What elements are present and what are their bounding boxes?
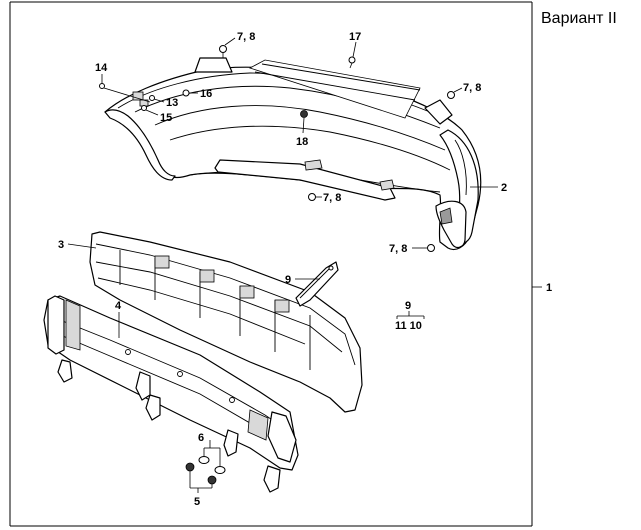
screw-78-top-icon [219, 45, 227, 53]
screw-78-right-icon [447, 91, 455, 99]
cover-fasteners [99, 45, 455, 252]
nut-5b-icon [207, 475, 217, 485]
callout-78-side: 7, 8 [389, 243, 407, 255]
callout-5: 5 [194, 496, 200, 508]
callout-3: 3 [58, 239, 64, 251]
callout-2: 2 [501, 182, 507, 194]
callout-6: 6 [198, 432, 204, 444]
callout-1: 1 [546, 282, 552, 294]
variant-label: Вариант II [541, 10, 617, 27]
callout-15: 15 [160, 112, 172, 124]
energy-absorber [89, 231, 363, 413]
callout-17: 17 [349, 31, 361, 43]
side-clip-9 [295, 261, 339, 307]
bolt-18-icon [300, 110, 308, 118]
diagram-frame [9, 1, 533, 527]
clip-15-icon [141, 105, 147, 111]
bumper-reinforcement [43, 295, 299, 493]
callout-14: 14 [95, 62, 108, 74]
nut-5a-icon [185, 462, 195, 472]
callout-78-top: 7, 8 [237, 31, 255, 43]
callout-4: 4 [115, 300, 122, 312]
screw-14-icon [99, 83, 105, 89]
callout-9-kit: 9 [405, 300, 411, 312]
callout-13: 13 [166, 97, 178, 109]
mounting-hardware [185, 456, 226, 485]
callout-9-kit-sub: 11 10 [395, 320, 422, 332]
screw-16-icon [182, 89, 190, 97]
callout-labels: 1 2 3 4 5 6 9 9 11 10 13 14 15 16 17 18 … [58, 31, 552, 508]
callout-78-right: 7, 8 [463, 82, 481, 94]
callout-78-bottom: 7, 8 [323, 192, 341, 204]
callout-9-clip: 9 [285, 274, 291, 286]
callout-18: 18 [296, 136, 308, 148]
leader-lines [67, 37, 542, 493]
screw-78-bottom-icon [308, 193, 316, 201]
clip-13-icon [149, 95, 155, 101]
washer-6a-icon [198, 456, 210, 464]
washer-6b-icon [214, 466, 226, 474]
callout-16: 16 [200, 88, 212, 100]
screw-78-side-icon [427, 244, 435, 252]
bumper-cover [104, 57, 482, 251]
screw-17-icon [348, 56, 356, 64]
